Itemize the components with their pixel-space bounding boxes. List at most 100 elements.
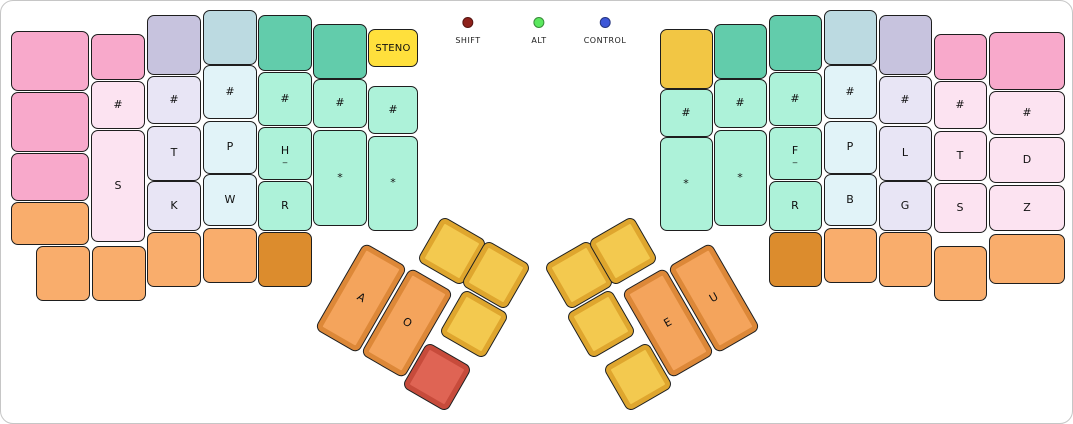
key-label: S	[114, 178, 122, 192]
key-l-outer-3[interactable]	[11, 153, 89, 201]
key-label: O	[400, 314, 415, 331]
indicator-control: CONTROL	[584, 17, 627, 45]
key-r-D[interactable]: D	[989, 137, 1065, 183]
key-label: R	[281, 198, 289, 212]
key-r-hash-1[interactable]: #	[659, 89, 713, 137]
key-l-outer-2[interactable]	[11, 92, 89, 152]
key-label: L	[901, 145, 909, 159]
alt-indicator-dot	[533, 17, 545, 28]
key-l-hash-3[interactable]: #	[203, 65, 257, 119]
key-l-hash-2[interactable]: #	[147, 76, 201, 124]
key-label: #	[335, 95, 345, 109]
key-l-K[interactable]: K	[147, 181, 201, 231]
key-label: P	[846, 139, 854, 153]
key-label: #	[280, 91, 290, 105]
key-r-hash-7[interactable]: #	[989, 91, 1065, 135]
key-r-outer-top[interactable]	[989, 32, 1065, 90]
key-r-bottom-3[interactable]	[878, 231, 932, 287]
key-label: #	[1022, 105, 1032, 119]
key-r-bottom-4[interactable]	[933, 245, 987, 301]
key-r-col0-top[interactable]	[659, 29, 713, 89]
key-r-hash-4[interactable]: #	[823, 65, 877, 119]
indicator-shift: SHIFT	[455, 17, 480, 45]
key-r-R[interactable]: R	[768, 181, 822, 231]
key-r-S[interactable]: S	[933, 183, 987, 233]
key-label: R	[791, 198, 799, 212]
key-r-col2-top[interactable]	[768, 15, 822, 71]
key-l-T[interactable]: T	[147, 125, 201, 181]
key-l-col4-top[interactable]	[258, 15, 312, 71]
key-r-col1-top[interactable]	[713, 23, 767, 79]
key-l-bottom-2[interactable]	[92, 245, 146, 301]
key-l-hash-5[interactable]: #	[313, 78, 367, 128]
key-l-col3-top[interactable]	[203, 9, 257, 65]
key-r-F[interactable]: F_	[768, 126, 822, 180]
key-l-outer-4[interactable]	[11, 201, 89, 245]
key-label: #	[169, 92, 179, 106]
key-r-hash-5[interactable]: #	[878, 76, 932, 124]
key-r-bottom-2[interactable]	[823, 227, 877, 283]
key-l-W[interactable]: W	[203, 174, 257, 226]
key-l-steno[interactable]: STENO	[368, 29, 418, 67]
key-label: #	[681, 105, 691, 119]
key-r-col3-top[interactable]	[823, 9, 877, 65]
key-label: #	[955, 97, 965, 111]
key-label: S	[956, 200, 964, 214]
key-l-bottom-1[interactable]	[36, 245, 90, 301]
key-label: T	[170, 145, 178, 159]
indicator-label: CONTROL	[583, 36, 627, 45]
key-l-S[interactable]: S	[91, 130, 145, 242]
key-r-B[interactable]: B	[823, 174, 877, 226]
key-r-col4-top[interactable]	[878, 15, 932, 75]
key-l-bottom-5[interactable]	[258, 231, 312, 287]
key-label: D	[1022, 152, 1032, 166]
key-label: H	[280, 143, 290, 157]
key-label: *	[390, 175, 396, 189]
key-r-L[interactable]: L	[878, 125, 932, 181]
key-r-G[interactable]: G	[878, 181, 932, 231]
key-sublabel: _	[792, 153, 798, 164]
indicator-alt: ALT	[531, 17, 546, 45]
key-l-P[interactable]: P	[203, 120, 257, 174]
key-l-star-2[interactable]: *	[368, 135, 418, 231]
control-indicator-dot	[599, 17, 611, 28]
key-label: E	[661, 315, 674, 330]
key-r-bottom-1[interactable]	[768, 231, 822, 287]
key-r-hash-2[interactable]: #	[713, 78, 767, 128]
key-l-col1-top[interactable]	[91, 34, 145, 80]
key-label: #	[845, 84, 855, 98]
key-label: W	[224, 192, 236, 206]
key-r-star-1[interactable]: *	[659, 137, 713, 231]
key-label: K	[170, 198, 178, 212]
key-r-hash-3[interactable]: #	[768, 72, 822, 126]
key-r-T[interactable]: T	[933, 131, 987, 181]
indicator-label: SHIFT	[455, 36, 481, 45]
key-l-bottom-4[interactable]	[203, 227, 257, 283]
key-l-col2-top[interactable]	[147, 15, 201, 75]
key-l-col5-top[interactable]	[313, 23, 367, 79]
key-r-hash-6[interactable]: #	[933, 81, 987, 129]
key-r-col5-top[interactable]	[933, 34, 987, 80]
key-l-hash-1[interactable]: #	[91, 81, 145, 129]
key-label: *	[737, 170, 743, 184]
key-l-hash-6[interactable]: #	[368, 86, 418, 134]
key-label: #	[113, 97, 123, 111]
key-label: Z	[1023, 200, 1031, 214]
key-label: #	[735, 95, 745, 109]
key-l-bottom-3[interactable]	[147, 231, 201, 287]
key-r-star-2[interactable]: *	[713, 130, 767, 226]
key-l-outer-1[interactable]	[11, 31, 89, 91]
key-r-P[interactable]: P	[823, 120, 877, 174]
key-label: A	[354, 290, 368, 306]
key-r-bottom-5[interactable]	[989, 234, 1065, 284]
key-label: #	[900, 92, 910, 106]
key-l-R[interactable]: R	[258, 181, 312, 231]
key-label: STENO	[375, 42, 411, 54]
key-l-hash-4[interactable]: #	[258, 72, 312, 126]
indicator-label: ALT	[531, 36, 547, 45]
key-r-Z[interactable]: Z	[989, 185, 1065, 231]
key-l-H[interactable]: H_	[258, 126, 312, 180]
key-label: #	[790, 91, 800, 105]
key-l-star-1[interactable]: *	[313, 130, 367, 226]
shift-indicator-dot	[462, 17, 474, 28]
